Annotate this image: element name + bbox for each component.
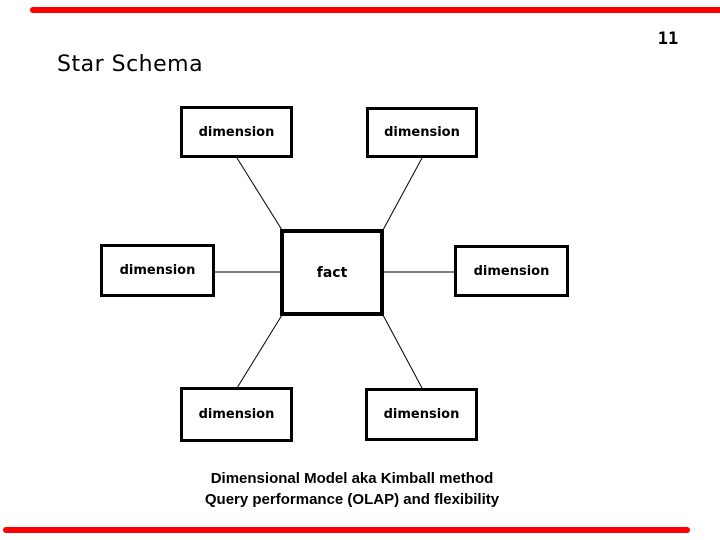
top-accent-bar [30,7,720,13]
dimension-label: dimension [198,124,275,140]
fact-label: fact [316,264,348,281]
dimension-box-mid-right: dimension [454,245,569,297]
connector-top-left [236,157,283,231]
slide-caption: Dimensional Model aka Kimball method Que… [112,468,592,510]
dimension-label: dimension [473,263,550,279]
caption-line-1: Dimensional Model aka Kimball method [210,470,494,487]
connector-top-right [382,157,423,231]
dimension-box-bottom-left: dimension [180,387,293,442]
fact-box: fact [280,229,384,316]
dimension-box-top-left: dimension [180,106,293,158]
bottom-accent-bar [3,527,690,533]
dimension-box-mid-left: dimension [100,244,215,297]
dimension-box-bottom-right: dimension [365,388,478,441]
connector-bottom-left [236,314,283,389]
dimension-label: dimension [119,263,196,278]
dimension-label: dimension [384,125,460,140]
dimension-label: dimension [198,407,275,422]
caption-line-2: Query performance (OLAP) and flexibility [204,491,500,508]
slide-title: Star Schema [57,52,204,77]
page-number: 11 [657,29,679,49]
dimension-box-top-right: dimension [366,107,478,158]
dimension-label: dimension [383,407,460,422]
connector-bottom-right [382,314,423,389]
